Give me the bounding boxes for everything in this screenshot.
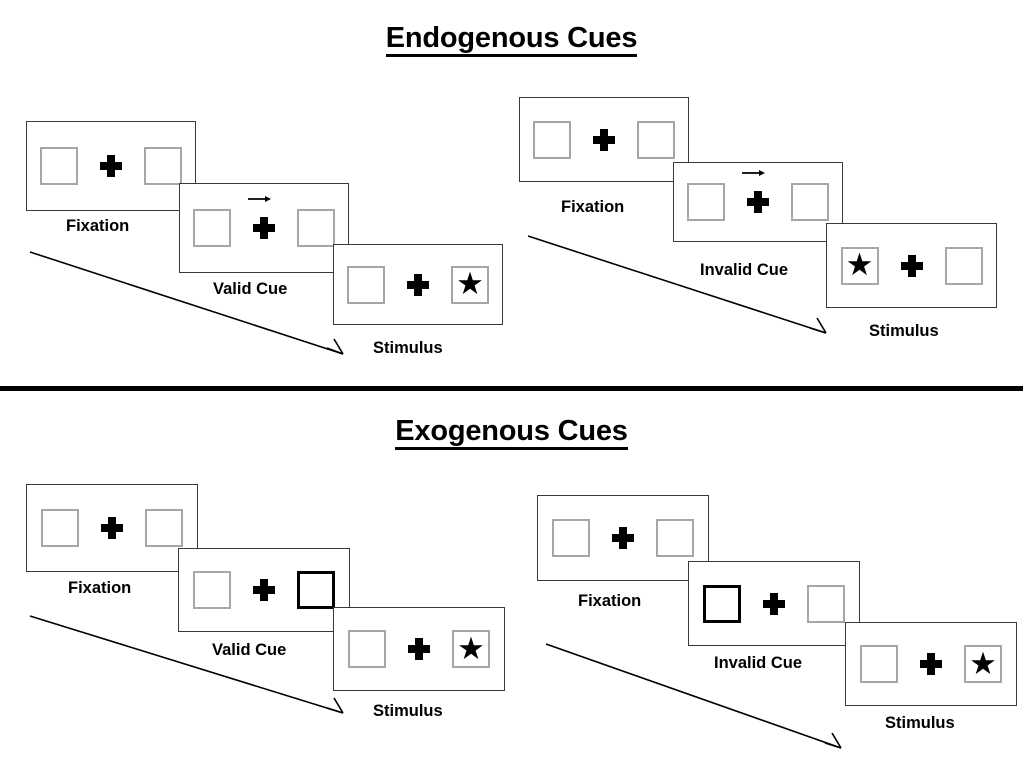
left-box [40, 147, 78, 185]
left-box-cued [703, 584, 741, 623]
panel-content [193, 196, 335, 249]
caption-endogenous-valid-cue: Valid Cue [213, 280, 288, 298]
right-box [637, 120, 675, 159]
panel-endogenous-invalid-fixation[interactable] [519, 97, 689, 182]
caption-exogenous-invalid-cue: Invalid Cue [714, 654, 803, 672]
sequence-arrow-endogenous-invalid [527, 235, 827, 334]
star-icon: ★ [845, 247, 874, 282]
right-box [144, 147, 182, 185]
star-icon: ★ [969, 645, 997, 681]
panel-exogenous-invalid-cue[interactable] [688, 561, 860, 646]
panel-content [703, 583, 845, 625]
panel-content [193, 569, 335, 611]
left-box: ★ [840, 246, 879, 285]
panel-endogenous-invalid-stimulus[interactable]: ★ [826, 223, 997, 308]
section-title-exogenous-text: Exogenous Cues [395, 416, 628, 451]
right-box [145, 509, 183, 547]
right-box [807, 584, 845, 623]
caption-exogenous-invalid-fixation: Fixation [578, 592, 642, 610]
panel-content: ★ [860, 643, 1002, 685]
fixation-column [401, 264, 435, 306]
right-box: ★ [964, 645, 1002, 683]
panel-exogenous-valid-fixation[interactable] [26, 484, 198, 572]
caption-endogenous-invalid-cue: Invalid Cue [700, 261, 789, 279]
left-box [533, 120, 571, 159]
fixation-column [402, 628, 436, 670]
fixation-column [914, 643, 948, 685]
right-box: ★ [452, 630, 490, 668]
caption-exogenous-invalid-stimulus: Stimulus [885, 714, 955, 732]
star-icon: ★ [457, 630, 485, 666]
plus-cross-icon [900, 254, 923, 277]
left-box [347, 265, 385, 304]
left-box [552, 519, 590, 557]
plus-cross-icon [612, 527, 634, 549]
right-box [791, 183, 829, 221]
left-box [348, 630, 386, 668]
panel-exogenous-invalid-stimulus[interactable]: ★ [845, 622, 1017, 706]
section-title-endogenous-text: Endogenous Cues [385, 23, 637, 58]
panel-content: ★ [347, 264, 489, 306]
plus-cross-icon [747, 191, 769, 213]
fixation-column [741, 170, 775, 223]
panel-exogenous-invalid-fixation[interactable] [537, 495, 709, 581]
caption-exogenous-valid-cue: Valid Cue [212, 641, 287, 659]
left-box [41, 509, 79, 547]
star-icon: ★ [456, 266, 484, 301]
caption-exogenous-valid-fixation: Fixation [68, 579, 132, 597]
left-box [193, 571, 231, 609]
section-divider [0, 386, 1023, 391]
left-box [193, 209, 231, 247]
fixation-column [247, 196, 281, 249]
panel-content: ★ [840, 245, 983, 287]
fixation-column [247, 569, 281, 611]
right-arrow-icon [742, 170, 765, 176]
fixation-column [587, 119, 621, 161]
sequence-arrow-exogenous-valid [29, 615, 344, 714]
sequence-arrow-endogenous-valid [29, 251, 344, 355]
plus-cross-icon [593, 128, 615, 151]
panel-content [533, 119, 675, 161]
plus-cross-icon [920, 653, 942, 675]
panel-content [687, 170, 829, 223]
panel-content: ★ [348, 628, 490, 670]
fixation-column [94, 145, 128, 187]
fixation-column [95, 507, 129, 549]
plus-cross-icon [101, 517, 123, 539]
right-box [297, 209, 335, 247]
section-title-exogenous: Exogenous Cues [0, 415, 1023, 451]
caption-endogenous-invalid-stimulus: Stimulus [869, 322, 939, 340]
panel-endogenous-valid-stimulus[interactable]: ★ [333, 244, 503, 325]
fixation-column [895, 245, 929, 287]
fixation-column [606, 517, 640, 559]
plus-cross-icon [408, 638, 430, 660]
right-box [944, 246, 983, 285]
panel-content [552, 517, 694, 559]
sequence-arrow-exogenous-invalid [545, 643, 842, 749]
panel-endogenous-valid-fixation[interactable] [26, 121, 196, 211]
right-box: ★ [451, 265, 489, 304]
section-title-endogenous: Endogenous Cues [0, 22, 1023, 58]
caption-endogenous-valid-stimulus: Stimulus [373, 339, 443, 357]
panel-exogenous-valid-stimulus[interactable]: ★ [333, 607, 505, 691]
plus-cross-icon [407, 273, 429, 296]
panel-content [40, 145, 182, 187]
left-box [687, 183, 725, 221]
right-box [656, 519, 694, 557]
plus-cross-icon [253, 217, 275, 239]
panel-exogenous-valid-cue[interactable] [178, 548, 350, 632]
plus-cross-icon [763, 592, 785, 615]
panel-content [41, 507, 183, 549]
caption-endogenous-invalid-fixation: Fixation [561, 198, 625, 216]
right-arrow-icon [248, 196, 271, 202]
left-box [860, 645, 898, 683]
plus-cross-icon [253, 579, 275, 601]
caption-endogenous-valid-fixation: Fixation [66, 217, 130, 235]
plus-cross-icon [100, 155, 122, 177]
right-box-cued [297, 571, 335, 609]
panel-endogenous-invalid-cue[interactable] [673, 162, 843, 242]
panel-endogenous-valid-cue[interactable] [179, 183, 349, 273]
fixation-column [757, 583, 791, 625]
caption-exogenous-valid-stimulus: Stimulus [373, 702, 443, 720]
